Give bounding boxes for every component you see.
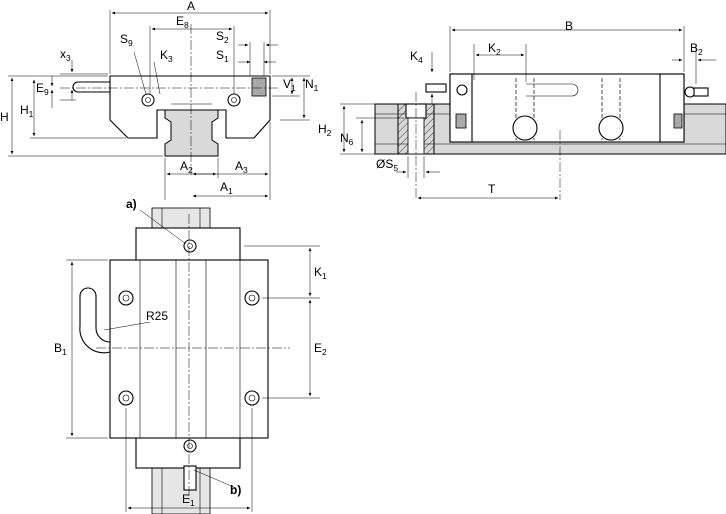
label-S5: ØS [376,157,393,171]
svg-text:V1: V1 [283,77,296,93]
label-V1: V [283,77,291,91]
svg-text:x3: x3 [60,47,71,63]
mounting-hole [118,290,134,306]
label-T: T [488,182,496,196]
svg-text:B1: B1 [54,341,67,357]
label-B2: B [690,41,698,55]
label-E8: E [176,14,184,28]
mounting-hole [118,390,134,406]
svg-text:ØS5: ØS5 [376,157,398,173]
label-H2: H [318,122,327,136]
label-H1: H [20,103,29,117]
label-K1: K [314,265,322,279]
label-S1: S [216,48,224,62]
note-a: a) [126,197,137,211]
svg-text:S9: S9 [120,32,133,48]
label-E1: E [182,492,190,506]
svg-text:A3: A3 [235,159,248,175]
label-R25: R25 [146,309,168,323]
svg-text:S2: S2 [216,29,229,45]
svg-text:K4: K4 [410,49,423,65]
label-E9: E [36,81,44,95]
label-K2: K [488,41,496,55]
mounting-hole [244,290,260,306]
svg-text:A2: A2 [180,159,193,175]
svg-text:E8: E8 [176,14,189,30]
svg-text:H2: H2 [318,122,332,138]
svg-text:K3: K3 [160,48,173,64]
side-view [340,26,726,200]
label-K4: K [410,49,418,63]
label-B: B [565,19,573,33]
front-view [8,10,310,200]
label-H: H [0,110,9,124]
label-N6: N [340,131,349,145]
note-b: b) [230,483,241,497]
svg-text:H1: H1 [20,103,34,119]
svg-text:K2: K2 [488,41,501,57]
label-A3: A [235,159,243,173]
label-A2: A [180,159,188,173]
svg-text:E1: E1 [182,492,195,508]
label-N1: N [305,77,314,91]
svg-text:N1: N1 [305,77,319,93]
label-A1: A [220,180,228,194]
svg-text:E9: E9 [36,81,49,97]
top-view [66,207,320,514]
svg-text:S1: S1 [216,48,229,64]
label-K3: K [160,48,168,62]
svg-text:B2: B2 [690,41,703,57]
label-A: A [187,0,195,13]
label-S2: S [216,29,224,43]
svg-text:A1: A1 [220,180,233,196]
label-x3: x [60,47,66,61]
label-B1: B [54,341,62,355]
label-S9: S [120,32,128,46]
svg-text:K1: K1 [314,265,327,281]
label-E2: E [314,341,322,355]
mounting-hole [244,390,260,406]
svg-text:N6: N6 [340,131,354,147]
svg-text:E2: E2 [314,341,327,357]
